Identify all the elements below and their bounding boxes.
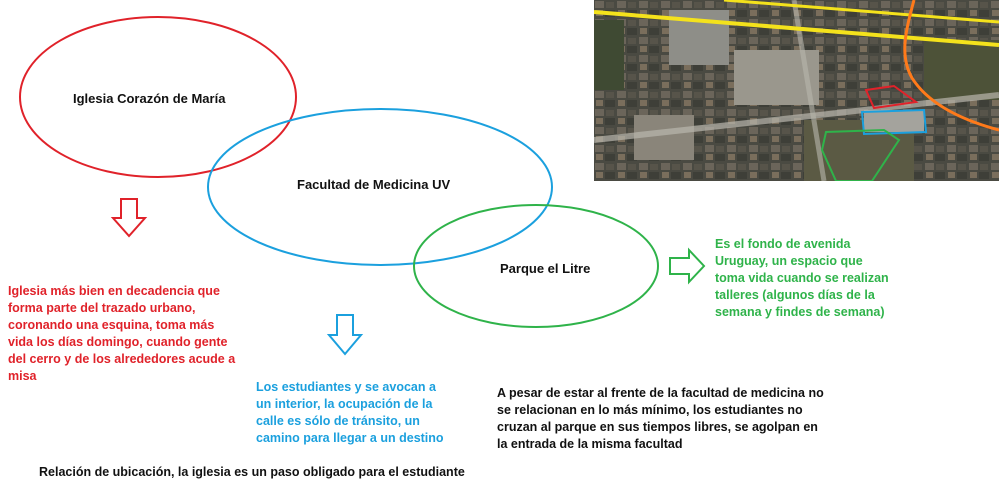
note-iglesia: Iglesia más bien en decadencia que forma… bbox=[8, 284, 236, 383]
ellipse-parque bbox=[413, 204, 659, 328]
arrow-right-icon-parque bbox=[669, 247, 706, 285]
aerial-map-drawing bbox=[594, 0, 999, 181]
ellipse-iglesia bbox=[19, 16, 297, 178]
arrow-down-icon-facultad bbox=[326, 314, 364, 356]
note-relacion-iglesia: Relación de ubicación, la iglesia es un … bbox=[39, 465, 465, 479]
label-iglesia: Iglesia Corazón de María bbox=[73, 91, 226, 106]
label-parque: Parque el Litre bbox=[500, 261, 591, 276]
note-parque: Es el fondo de avenida Uruguay, un espac… bbox=[715, 237, 889, 319]
note-relacion-parque: A pesar de estar al frente de la faculta… bbox=[497, 386, 824, 451]
aerial-map-photo bbox=[594, 0, 999, 181]
arrow-down-icon-iglesia bbox=[110, 198, 148, 238]
note-facultad: Los estudiantes y se avocan a un interio… bbox=[256, 380, 444, 445]
label-facultad: Facultad de Medicina UV bbox=[297, 177, 451, 192]
ellipse-facultad bbox=[207, 108, 553, 266]
